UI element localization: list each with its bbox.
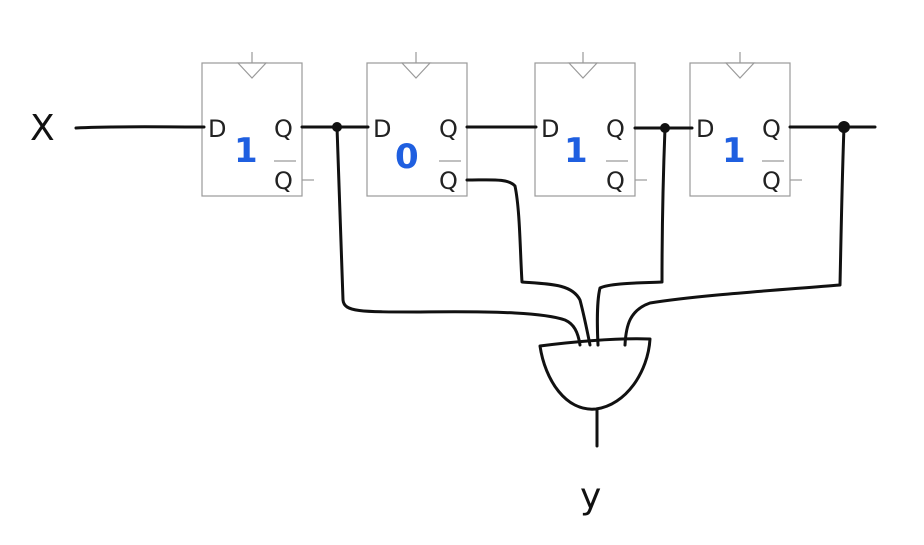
flipflop-4-q-label: Q [762, 115, 781, 143]
input-label: X [30, 108, 55, 149]
flipflop-4-d-label: D [696, 115, 714, 143]
flipflop-4: D Q Q 1 [689, 52, 802, 197]
flipflop-2-clock-input [400, 62, 432, 79]
flipflop-3-box [534, 62, 636, 197]
flipflop-4-state: 1 [722, 131, 746, 171]
flipflop-1-q-label: Q [274, 115, 293, 143]
input-wire [74, 125, 206, 130]
and-gate [538, 337, 652, 411]
tap-wire-q2-bar [465, 178, 592, 347]
flipflop-3-q-label: Q [606, 115, 625, 143]
flipflop-2-qbar-label: Q [439, 167, 458, 195]
flipflop-2-q-label: Q [439, 115, 458, 143]
flipflop-2-box [366, 62, 468, 197]
flipflop-2-d-label: D [373, 115, 391, 143]
flipflop-4-box [689, 62, 791, 197]
flipflop-1-clock-input [236, 62, 268, 79]
flipflop-3: D Q Q 1 [534, 52, 647, 197]
flipflop-3-qbar-label: Q [606, 167, 625, 195]
flipflop-1-d-label: D [208, 115, 226, 143]
flipflop-4-clock-input [724, 62, 756, 79]
tap-wire-q3 [595, 126, 667, 347]
tap-wire-q1 [335, 125, 582, 347]
flipflop-2: D Q Q 0 [366, 52, 468, 197]
flipflop-1-box [201, 62, 303, 197]
flipflop-1-qbar-label: Q [274, 167, 293, 195]
flipflop-3-clock-input [567, 62, 599, 79]
tap-wire-q4 [623, 125, 846, 347]
flipflop-4-qbar-label: Q [762, 167, 781, 195]
flipflop-2-state: 0 [395, 137, 419, 177]
output-label: y [580, 476, 601, 517]
flipflop-3-state: 1 [564, 131, 588, 171]
flipflop-3-d-label: D [541, 115, 559, 143]
flipflop-1-state: 1 [234, 131, 258, 171]
flipflop-1: D Q Q 1 [201, 52, 314, 197]
